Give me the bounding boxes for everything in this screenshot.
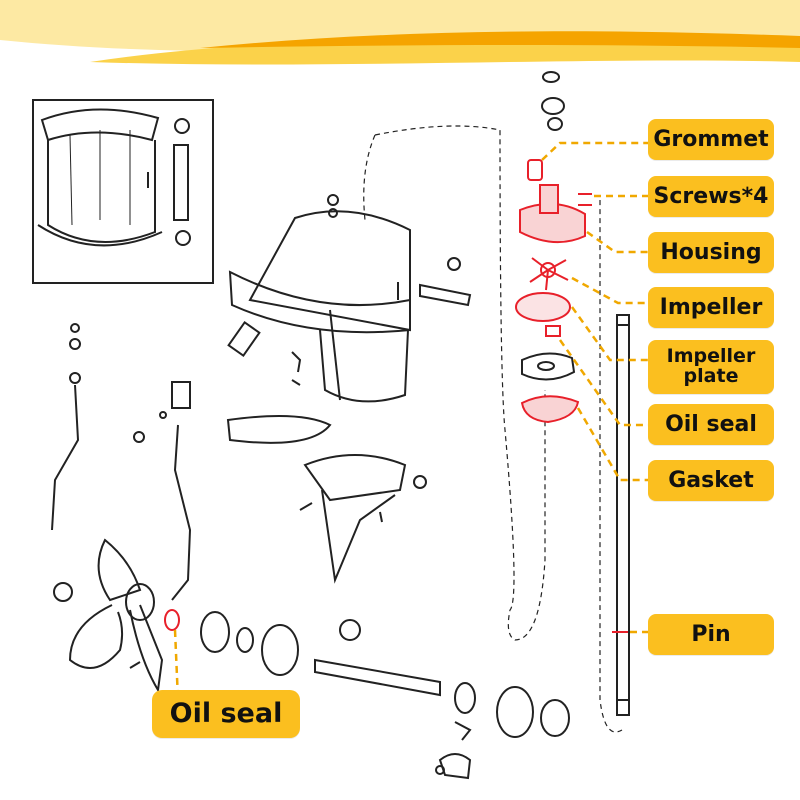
label-oil-seal-bottom: Oil seal (152, 690, 300, 738)
gearcase (299, 454, 427, 584)
label-pin-text: Pin (691, 621, 731, 647)
shift-rods (51, 323, 192, 601)
label-screws: Screws*4 (648, 176, 774, 217)
midsection-housing (226, 194, 472, 444)
impeller-plate-part (515, 292, 571, 322)
label-impeller-text: Impeller (659, 294, 763, 320)
inset-box (32, 99, 214, 284)
label-grommet-text: Grommet (653, 126, 769, 152)
label-impeller-plate-line2: plate (683, 365, 739, 387)
gasket-part (520, 395, 580, 424)
impeller-part (529, 257, 569, 291)
top-grommets (541, 71, 565, 131)
label-impeller-plate-line1: Impeller (666, 345, 756, 368)
label-gasket: Gasket (648, 460, 774, 501)
top-banner (0, 0, 800, 65)
label-impeller-plate: Impeller plate (648, 340, 774, 394)
label-housing-text: Housing (660, 239, 762, 265)
drive-shaft (616, 314, 630, 716)
pump-cup (521, 352, 576, 381)
label-grommet: Grommet (648, 119, 774, 160)
dashed-path (374, 125, 546, 641)
label-pin: Pin (648, 614, 774, 655)
oil-seal-part (545, 325, 561, 337)
dashed-path-right (599, 199, 623, 733)
label-oil-seal-bottom-text: Oil seal (169, 697, 283, 729)
oil-seal-bottom-part (164, 609, 180, 631)
label-impeller: Impeller (648, 287, 774, 328)
label-oil-seal: Oil seal (648, 404, 774, 445)
dashed-path-left (363, 134, 376, 221)
highlighted-pump-parts (164, 159, 592, 631)
grommet-part (527, 159, 543, 181)
label-gasket-text: Gasket (668, 467, 754, 493)
label-housing: Housing (648, 232, 774, 273)
propeller (53, 538, 164, 693)
label-oil-seal-text: Oil seal (665, 411, 757, 437)
label-screws-text: Screws*4 (653, 183, 769, 209)
prop-shaft-gears (200, 611, 570, 780)
